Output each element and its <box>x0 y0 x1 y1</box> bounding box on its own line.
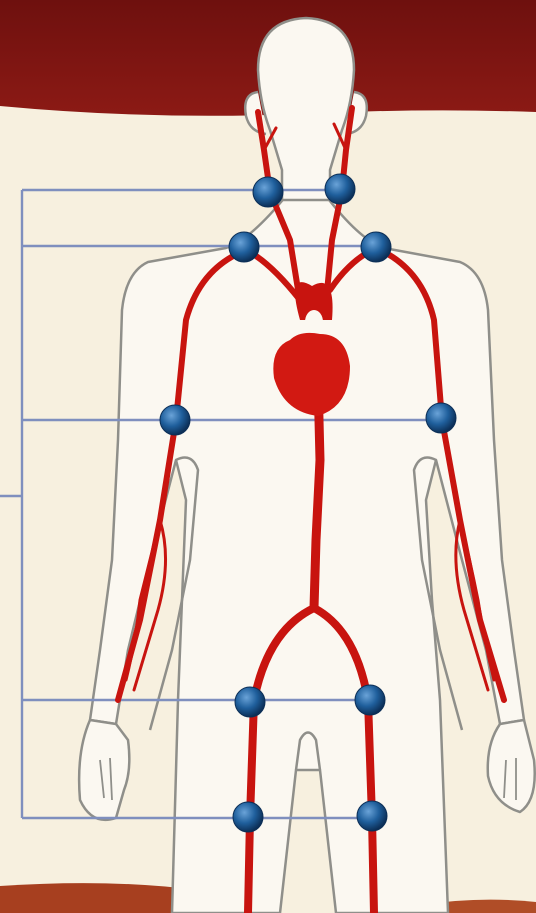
pulse-point-femoral-right <box>235 687 265 717</box>
pulse-point-popliteal-right <box>233 802 263 832</box>
pulse-point-popliteal-left <box>357 801 387 831</box>
pulse-point-brachial-left <box>426 403 456 433</box>
pulse-point-carotid-right <box>253 177 283 207</box>
pulse-point-subclavian-left <box>361 232 391 262</box>
pulse-point-brachial-right <box>160 405 190 435</box>
pulse-point-carotid-left <box>325 174 355 204</box>
pulse-point-femoral-left <box>355 685 385 715</box>
pulse-point-subclavian-right <box>229 232 259 262</box>
aortic-arch-gap <box>305 310 323 334</box>
